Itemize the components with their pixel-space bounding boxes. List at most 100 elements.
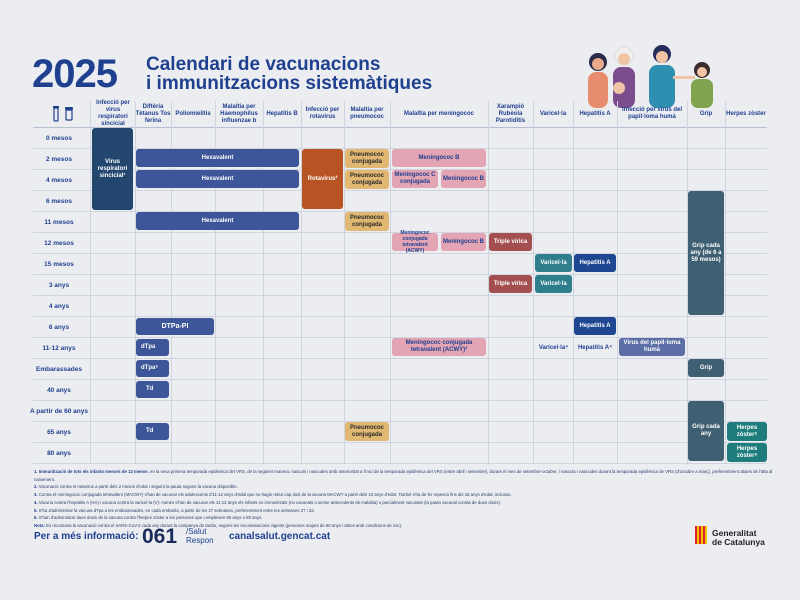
- row-divider: [33, 232, 767, 233]
- bar-pneumococ-4m: Pneumococ conjugada: [345, 170, 389, 189]
- bar-pneumococ-11m: Pneumococ conjugada: [345, 212, 389, 231]
- bar-hexavalent-4m: Hexavalent: [136, 170, 299, 188]
- row-label: 6 mesos: [45, 197, 73, 205]
- header-divider: [33, 127, 767, 128]
- generalitat-logo-icon: [695, 526, 707, 544]
- row-divider: [33, 358, 767, 359]
- bar-dtpa-pregnant: dTpa⁵: [136, 360, 169, 377]
- row-label: 3 anys: [48, 281, 70, 289]
- row-label: 12 mesos: [44, 239, 74, 247]
- footnote: 5. S'ha d'administrar la vacuna dTpa a l…: [34, 507, 315, 513]
- bar-triple-virica-3y: Triple vírica: [489, 275, 532, 293]
- row-label: 6 anys: [48, 323, 70, 331]
- row-label: 4 anys: [48, 302, 70, 310]
- footnote: 3. Contra el meningococ conjugada tetrav…: [34, 492, 512, 498]
- bar-flu-children: Grip cada any (de 6 a 59 mesos): [688, 191, 724, 315]
- row-divider: [33, 379, 767, 380]
- footnote: 4. Vacuna contra l'hepatitis A (HA) i va…: [34, 499, 501, 505]
- row-divider: [33, 442, 767, 443]
- bar-td-65y: Td: [136, 423, 169, 440]
- grid-line: [135, 101, 136, 463]
- phone-number[interactable]: 061: [142, 525, 178, 548]
- footnote: 6. S'han d'administrar dues dosis de la …: [34, 515, 263, 521]
- row-divider: [33, 274, 767, 275]
- column-header-hepa: Hepatitis A: [579, 110, 611, 117]
- bar-meningococ-acwy-12m: Meningococ conjugada tetravalent (ACWY): [392, 230, 438, 254]
- row-divider: [33, 337, 767, 338]
- grid-line: [533, 101, 534, 463]
- grid-line: [301, 101, 302, 463]
- row-divider: [33, 169, 767, 170]
- row-divider: [33, 148, 767, 149]
- grid-line: [344, 101, 345, 463]
- footnote: 2. Vacunació contra el rotavirus a parti…: [34, 484, 238, 490]
- page-title: Calendari de vacunacions i immunitzacion…: [146, 55, 432, 93]
- bar-hepatitis-a-15m: Hepatitis A: [574, 254, 616, 272]
- bar-zoster-65y: Herpes zòster⁶: [727, 422, 767, 441]
- row-divider: [33, 190, 767, 191]
- grid-line: [488, 101, 489, 463]
- row-divider: [33, 463, 767, 464]
- bar-td-40y: Td: [136, 381, 169, 398]
- bar-hepatitis-a-6y: Hepatitis A: [574, 317, 616, 335]
- row-label: 80 anys: [47, 449, 71, 457]
- bar-pneumococ-2m: Pneumococ conjugada: [345, 149, 389, 168]
- column-header-rsv: Infecció per virus respiratori sincicial: [96, 100, 130, 127]
- grid-line: [725, 101, 726, 463]
- row-label: 4 mesos: [45, 176, 73, 184]
- bar-meningococ-b-4m: Meningococ B: [441, 170, 486, 188]
- column-header-hepb: Hepatitis B: [266, 110, 298, 117]
- grid-line: [263, 101, 264, 463]
- footnote: Nota: Es recomana la vacunació contra el…: [34, 522, 403, 528]
- column-header-flu: Grip: [699, 110, 713, 117]
- footnotes: 1. Immunització de tots els infants meno…: [34, 468, 774, 530]
- grid-line: [390, 101, 391, 463]
- row-divider: [33, 421, 767, 422]
- column-header-zoster: Herpes zòster: [726, 110, 766, 117]
- title-line-1: Calendari de vacunacions: [146, 54, 381, 75]
- bar-flu-60plus: Grip cada any: [688, 401, 724, 461]
- website-link[interactable]: canalsalut.gencat.cat: [229, 531, 331, 542]
- column-header-hpv: Infecció per virus del papil·loma humà: [621, 107, 683, 120]
- row-label: A partir de 60 anys: [30, 407, 88, 415]
- row-divider: [33, 211, 767, 212]
- grid-line: [215, 101, 216, 463]
- bar-rsv: Virus respiratori sincicial¹: [92, 128, 133, 210]
- bar-meningococ-c-4m: Meningococ C conjugada: [392, 170, 438, 188]
- title-line-2: i immunitzacions sistemàtiques: [146, 73, 433, 94]
- column-header-mmr: Xarampió Rubèola Parotiditis: [495, 103, 526, 124]
- bar-flu-pregnant: Grip: [688, 359, 724, 377]
- grid-line: [573, 101, 574, 463]
- column-header-meningococ: Malaltia per meningococ: [403, 110, 475, 117]
- column-header-varicella: Varicel·la: [539, 110, 567, 117]
- bar-meningococ-b-12m: Meningococ B: [441, 233, 486, 251]
- generalitat-name: Generalitat de Catalunya: [712, 528, 765, 547]
- grid-line: [687, 101, 688, 463]
- row-divider: [33, 400, 767, 401]
- row-label: 11-12 anys: [42, 344, 76, 352]
- bar-dtpa-pi-6y: DTPa-PI: [136, 318, 214, 335]
- footnote: 1. Immunització de tots els infants meno…: [34, 469, 773, 482]
- bar-zoster-80y: Herpes zòster⁶: [727, 443, 767, 462]
- grid-line: [171, 101, 172, 463]
- bar-hpv: Virus del papil·loma humà: [619, 338, 685, 356]
- bar-meningococ-acwy-11y: Meningococ conjugada tetravalent (ACWY)³: [392, 338, 486, 356]
- bar-triple-virica-12m: Triple vírica: [489, 233, 532, 251]
- row-divider: [33, 316, 767, 317]
- column-header-rotavirus: Infecció per rotavirus: [305, 107, 340, 120]
- row-divider: [33, 253, 767, 254]
- row-label: 65 anys: [47, 428, 71, 436]
- syringe-vial-icon: [53, 106, 73, 122]
- bar-meningococ-b-2m: Meningococ B: [392, 149, 486, 167]
- row-label: 11 mesos: [44, 218, 74, 226]
- column-header-dtp: Diftèria Tètanus Tos ferina: [135, 103, 171, 124]
- row-label: 2 mesos: [45, 155, 73, 163]
- grid-line: [617, 101, 618, 463]
- family-vaccination-illustration: [588, 45, 713, 108]
- bar-hexavalent-11m: Hexavalent: [136, 212, 299, 230]
- row-label: 40 anys: [47, 386, 71, 394]
- bar-rotavirus: Rotavirus²: [302, 149, 343, 209]
- salut-respon-label: /Salut Respon: [186, 527, 214, 545]
- row-label: 15 mesos: [44, 260, 74, 268]
- grid-line: [90, 101, 91, 463]
